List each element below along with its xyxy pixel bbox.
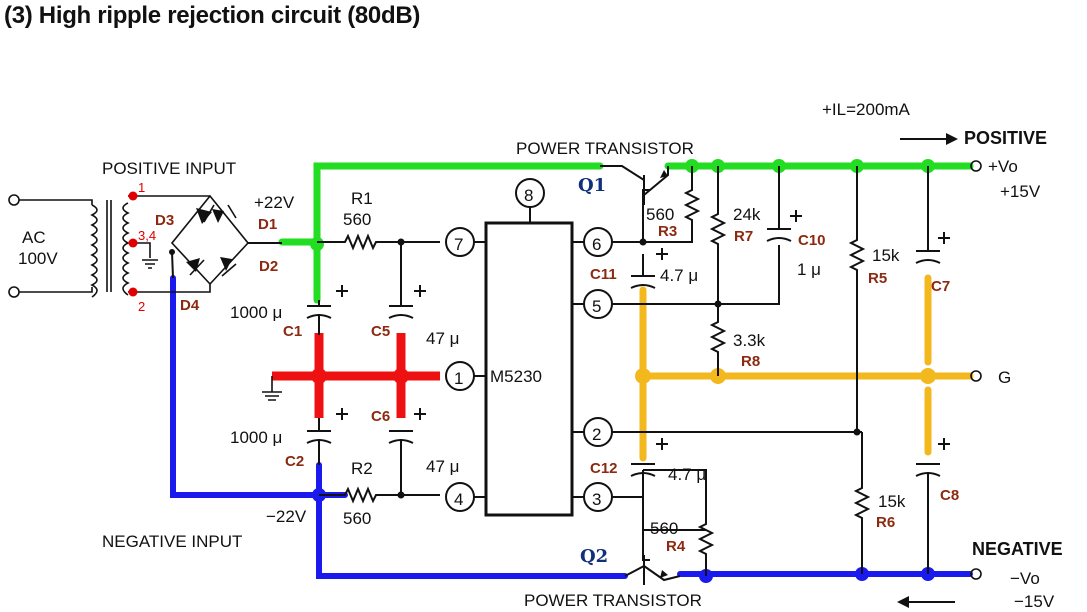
c1-value: 1000 μ bbox=[230, 303, 282, 322]
r8-ref: R8 bbox=[741, 353, 760, 370]
q2-ref: Q2 bbox=[580, 546, 608, 567]
r4-value: 560 bbox=[650, 519, 678, 538]
c12-ref: C12 bbox=[590, 460, 618, 477]
red-dots bbox=[311, 368, 409, 384]
pin-8: 8 bbox=[524, 186, 533, 205]
pin-4: 4 bbox=[454, 490, 463, 509]
pin-5: 5 bbox=[592, 297, 601, 316]
tap-2: 2 bbox=[138, 299, 145, 314]
capacitor-c5 bbox=[388, 242, 414, 319]
r3-ref: R3 bbox=[658, 223, 677, 240]
v15-negative: −15V bbox=[1014, 592, 1055, 611]
q1-ref: Q1 bbox=[578, 175, 606, 196]
g-label: G bbox=[998, 368, 1011, 387]
r1-label: R1 bbox=[351, 189, 373, 208]
capacitor-c6 bbox=[388, 430, 414, 495]
d1-ref: D1 bbox=[258, 216, 277, 233]
diagram-title: (3) High ripple rejection circuit (80dB) bbox=[4, 2, 421, 29]
c12-value: 4.7 μ bbox=[668, 465, 706, 484]
r7-value: 24k bbox=[733, 205, 761, 224]
ic-label: M5230 bbox=[490, 367, 542, 386]
ground-symbol bbox=[262, 376, 282, 401]
r5-value: 15k bbox=[872, 246, 900, 265]
v22-negative: −22V bbox=[266, 507, 307, 526]
capacitor-c2 bbox=[306, 418, 332, 465]
r5-ref: R5 bbox=[868, 270, 887, 287]
r3-value: 560 bbox=[646, 205, 674, 224]
green-net bbox=[278, 162, 974, 304]
il-note: +IL=200mA bbox=[822, 100, 911, 119]
power-transistor-bottom: POWER TRANSISTOR bbox=[524, 591, 702, 610]
positive-output-label: POSITIVE bbox=[964, 128, 1047, 148]
c2-ref: C2 bbox=[285, 453, 304, 470]
c2-value: 1000 μ bbox=[230, 428, 282, 447]
c5-value: 47 μ bbox=[426, 329, 459, 348]
pin-7: 7 bbox=[454, 235, 463, 254]
c11-value: 4.7 μ bbox=[660, 266, 698, 285]
r6-ref: R6 bbox=[876, 514, 895, 531]
red-net bbox=[272, 333, 440, 418]
v15-positive: +15V bbox=[1000, 182, 1041, 201]
pin-6: 6 bbox=[592, 235, 601, 254]
c10-value: 1 μ bbox=[797, 260, 821, 279]
c10-ref: C10 bbox=[798, 232, 826, 249]
ic-m5230 bbox=[445, 178, 613, 517]
ac-voltage: 100V bbox=[18, 249, 58, 268]
d2-ref: D2 bbox=[259, 258, 278, 275]
positive-input-label: POSITIVE INPUT bbox=[102, 159, 236, 178]
power-transistor-top: POWER TRANSISTOR bbox=[516, 139, 694, 158]
r4-ref: R4 bbox=[666, 538, 686, 555]
output-wiring bbox=[600, 133, 982, 608]
diode-bridge bbox=[169, 194, 282, 286]
r8-value: 3.3k bbox=[733, 331, 766, 350]
negative-input-label: NEGATIVE INPUT bbox=[102, 532, 242, 551]
vo-positive: +Vo bbox=[988, 157, 1018, 176]
blue-dots bbox=[312, 488, 935, 583]
transformer-taps bbox=[128, 191, 138, 297]
tap-3-4: 3,4 bbox=[138, 228, 156, 243]
pin-1: 1 bbox=[454, 369, 463, 388]
c6-value: 47 μ bbox=[426, 457, 459, 476]
transformer bbox=[8, 194, 211, 298]
r2-value: 560 bbox=[343, 509, 371, 528]
capacitor-c1 bbox=[306, 300, 332, 335]
r2-label: R2 bbox=[351, 459, 373, 478]
resistor-r1 bbox=[317, 233, 440, 251]
c7-ref: C7 bbox=[931, 278, 950, 295]
c1-ref: C1 bbox=[283, 323, 302, 340]
negative-output-label: NEGATIVE bbox=[972, 539, 1063, 559]
c11-ref: C11 bbox=[590, 266, 617, 283]
pin-3: 3 bbox=[592, 490, 601, 509]
r7-ref: R7 bbox=[734, 228, 753, 245]
c5-ref: C5 bbox=[371, 323, 390, 340]
polarity-marks bbox=[336, 210, 950, 450]
d4-ref: D4 bbox=[180, 297, 200, 314]
pin-2: 2 bbox=[592, 425, 601, 444]
resistor-r2 bbox=[319, 486, 440, 504]
c6-ref: C6 bbox=[371, 408, 390, 425]
r1-value: 560 bbox=[343, 210, 371, 229]
v22-positive: +22V bbox=[254, 193, 295, 212]
tap-1: 1 bbox=[138, 180, 145, 195]
c8-ref: C8 bbox=[940, 487, 959, 504]
ac-label: AC bbox=[22, 228, 46, 247]
r6-value: 15k bbox=[878, 492, 906, 511]
d3-ref: D3 bbox=[155, 212, 174, 229]
vo-negative: −Vo bbox=[1010, 569, 1040, 588]
green-dots bbox=[310, 159, 935, 251]
